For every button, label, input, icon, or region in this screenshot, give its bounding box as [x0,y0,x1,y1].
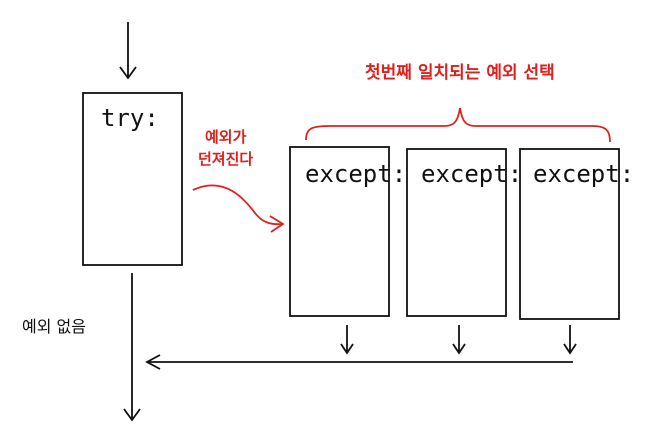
except-label-2: except: [421,160,523,188]
except-3-down-arrow [563,325,577,355]
except-label-1: except: [305,160,407,188]
exception-thrown-label-line2: 던져진다 [198,150,254,168]
selection-brace [305,107,611,143]
except-1-down-arrow [340,325,354,355]
no-exception-arrow [123,273,141,422]
exception-thrown-label-line1: 예외가 [205,128,247,146]
entry-arrow [119,22,137,80]
first-match-label: 첫번째 일치되는 예외 선택 [365,63,555,83]
exception-thrown-arrow [192,184,285,233]
no-exception-label: 예외 없음 [22,317,86,336]
try-box [82,92,183,266]
return-arrow [145,354,573,370]
except-label-3: except: [533,160,635,188]
except-box-1 [289,146,390,317]
except-box-3 [519,148,620,320]
except-box-2 [406,148,507,317]
try-label: try: [101,104,159,132]
except-2-down-arrow [452,325,466,355]
